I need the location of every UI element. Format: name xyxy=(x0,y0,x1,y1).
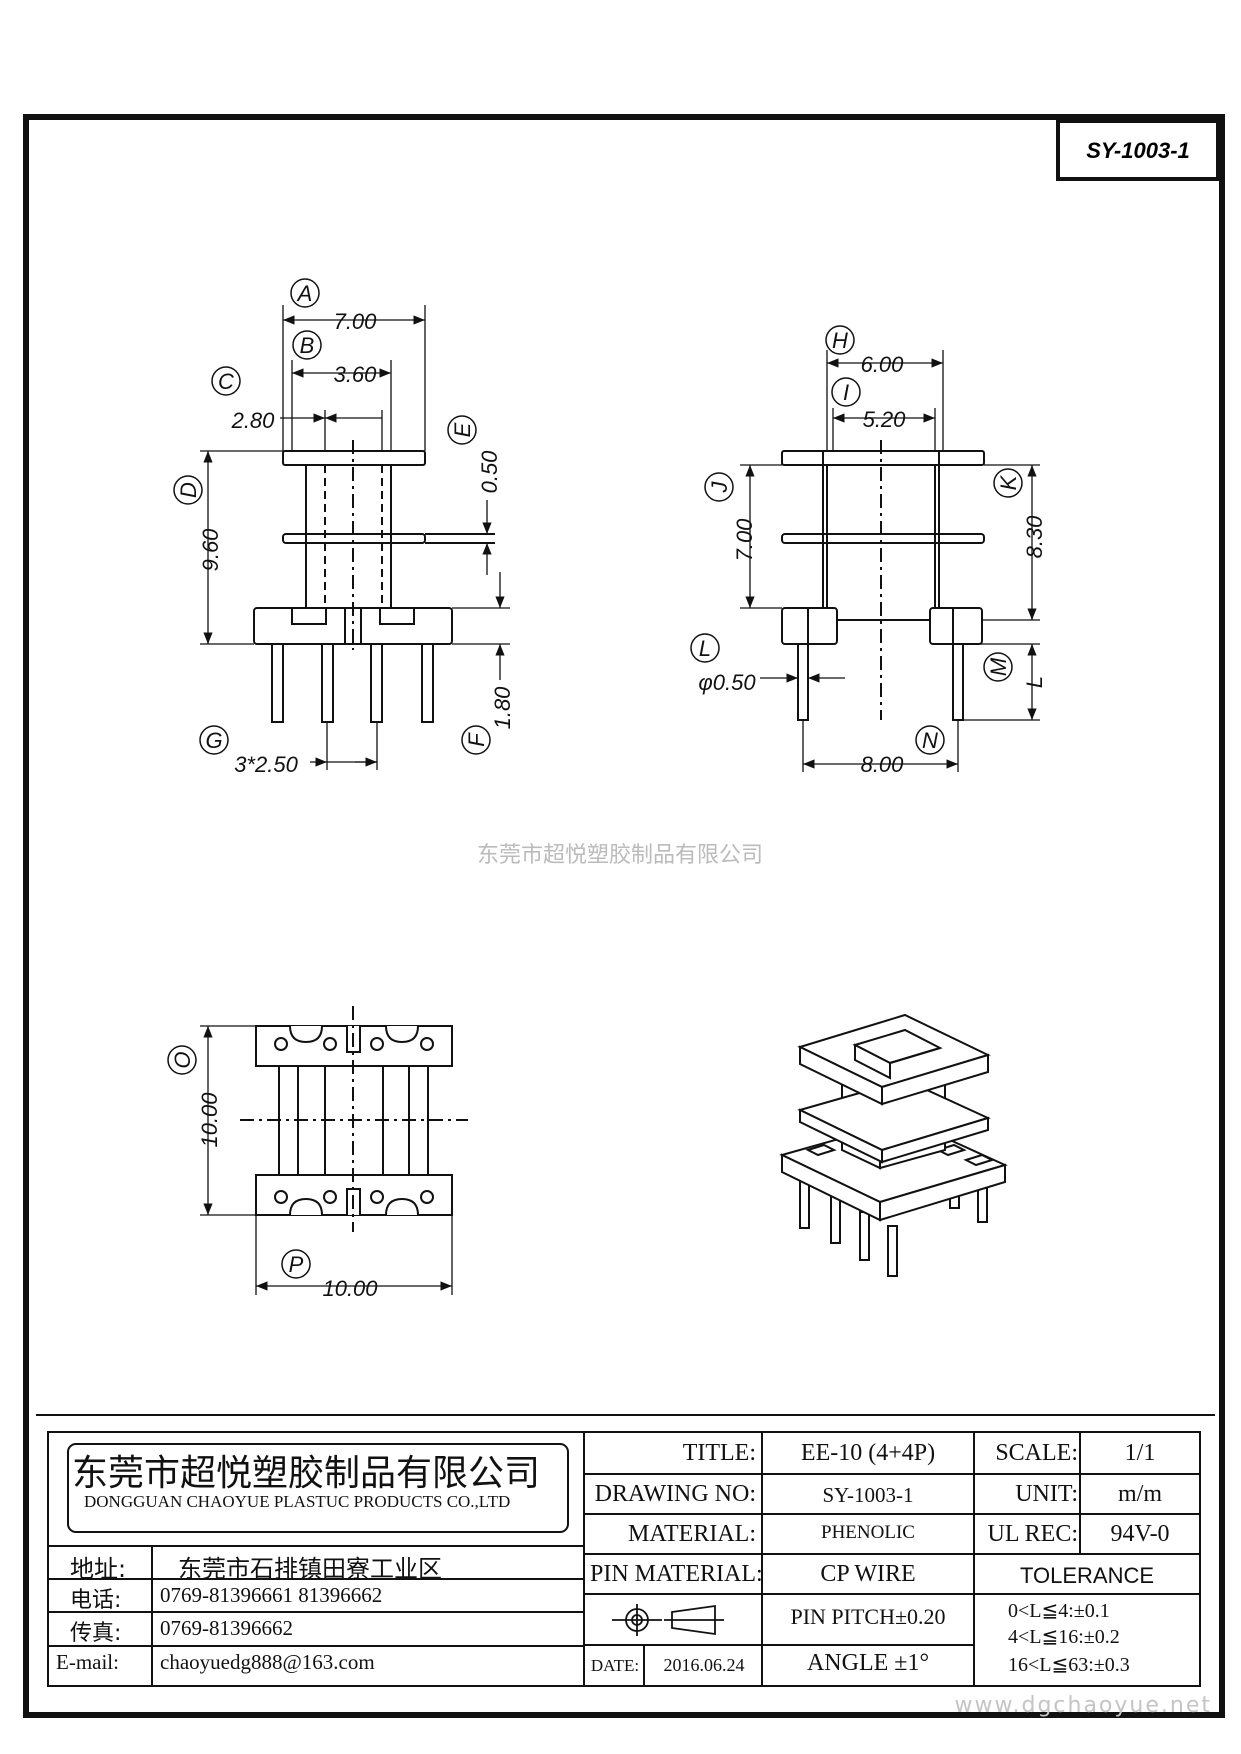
label-A: A xyxy=(296,281,313,306)
drawing-no-value: SY-1003-1 xyxy=(822,1483,914,1507)
label-I: I xyxy=(843,380,849,405)
unit-value: m/m xyxy=(1117,1481,1162,1507)
dim-J: 7.00 xyxy=(732,518,757,562)
company-name-en: DONGGUAN CHAOYUE PLASTUC PRODUCTS CO.,LT… xyxy=(84,1492,511,1511)
date-value: 2016.06.24 xyxy=(663,1655,745,1675)
material-value: PHENOLIC xyxy=(821,1522,915,1543)
bottom-view xyxy=(200,1006,468,1295)
side-view xyxy=(740,350,1040,772)
label-D: D xyxy=(176,482,201,498)
dim-L: φ0.50 xyxy=(698,670,756,695)
fax-label: 传真: xyxy=(70,1621,122,1646)
title-label: TITLE: xyxy=(682,1440,756,1466)
tolerance-range-1: 0<L≦4:±0.1 xyxy=(1008,1600,1110,1622)
title-value: EE-10 (4+4P) xyxy=(800,1440,936,1466)
pin-material-label: PIN MATERIAL: xyxy=(590,1561,763,1587)
label-O: O xyxy=(170,1051,195,1068)
drawing-no-label: DRAWING NO: xyxy=(594,1481,756,1507)
title-block-grid xyxy=(47,1431,1201,1687)
watermark-corner: www.dgchaoyue.net xyxy=(955,1693,1212,1718)
company-name-cn: 东莞市超悦塑胶制品有限公司 xyxy=(72,1453,541,1494)
scale-label: SCALE: xyxy=(995,1440,1078,1466)
dim-E: 0.50 xyxy=(477,450,502,494)
front-view-labels: A 7.00 B 3.60 C 2.80 D 9.60 E 0.50 F 1.8… xyxy=(173,278,515,777)
label-C: C xyxy=(218,369,234,394)
dim-B: 3.60 xyxy=(334,362,378,387)
dim-F: 1.80 xyxy=(490,686,515,730)
drawing-number-box: SY-1003-1 xyxy=(1056,119,1220,181)
email-label: E-mail: xyxy=(56,1650,119,1674)
email-value: chaoyuedg888@163.com xyxy=(160,1650,375,1674)
material-label: MATERIAL: xyxy=(628,1521,756,1547)
dim-C: 2.80 xyxy=(231,408,276,433)
label-H: H xyxy=(832,328,848,353)
date-label: DATE: xyxy=(590,1656,640,1675)
dim-I: 5.20 xyxy=(863,407,907,432)
phone-label: 电话: xyxy=(70,1588,122,1613)
dim-A: 7.00 xyxy=(334,309,378,334)
address-value: 东莞市石排镇田寮工业区 xyxy=(178,1555,442,1583)
dim-O: 10.00 xyxy=(197,1092,222,1148)
phone-value: 0769-81396661 81396662 xyxy=(160,1583,383,1607)
ul-rec-value: 94V-0 xyxy=(1110,1521,1170,1547)
label-L: L xyxy=(699,636,711,661)
drawing-number-label: SY-1003-1 xyxy=(1086,138,1190,163)
bottom-view-labels: O 10.00 P 10.00 xyxy=(167,1045,378,1301)
label-P: P xyxy=(289,1252,304,1277)
address-label: 地址: xyxy=(70,1555,127,1583)
tolerance-label: TOLERANCE xyxy=(1019,1563,1155,1588)
tolerance-range-2: 4<L≦16:±0.2 xyxy=(1008,1626,1120,1648)
label-B: B xyxy=(300,333,315,358)
dim-M: L xyxy=(1022,676,1047,688)
watermark-center: 东莞市超悦塑胶制品有限公司 xyxy=(477,843,763,868)
angle-tolerance: ANGLE ±1° xyxy=(806,1650,930,1676)
pin-material-value: CP WIRE xyxy=(820,1561,916,1587)
ul-rec-label: UL REC: xyxy=(987,1521,1078,1547)
dim-D: 9.60 xyxy=(198,528,223,572)
dim-K: 8.30 xyxy=(1022,515,1047,559)
isometric-view xyxy=(779,1013,1008,1277)
label-J: J xyxy=(707,481,732,494)
label-M: M xyxy=(986,657,1011,676)
side-view-labels: H 6.00 I 5.20 J 7.00 K 8.30 L φ0.50 M L … xyxy=(690,325,1047,777)
label-K: K xyxy=(996,474,1021,490)
dim-P: 10.00 xyxy=(322,1276,378,1301)
dim-H: 6.00 xyxy=(861,352,905,377)
fax-value: 0769-81396662 xyxy=(160,1616,293,1640)
unit-label: UNIT: xyxy=(1015,1481,1078,1507)
label-F: F xyxy=(464,732,489,747)
dim-N: 8.00 xyxy=(861,752,905,777)
sheet-border xyxy=(23,114,1225,1718)
label-E: E xyxy=(450,422,475,437)
label-G: G xyxy=(205,728,222,753)
dim-G: 3*2.50 xyxy=(234,752,298,777)
label-N: N xyxy=(922,728,938,753)
front-view xyxy=(200,305,510,770)
scale-value: 1/1 xyxy=(1124,1440,1156,1466)
pin-pitch: PIN PITCH±0.20 xyxy=(790,1604,946,1629)
tolerance-range-3: 16<L≦63:±0.3 xyxy=(1008,1654,1130,1676)
projection-symbol xyxy=(612,1604,724,1636)
